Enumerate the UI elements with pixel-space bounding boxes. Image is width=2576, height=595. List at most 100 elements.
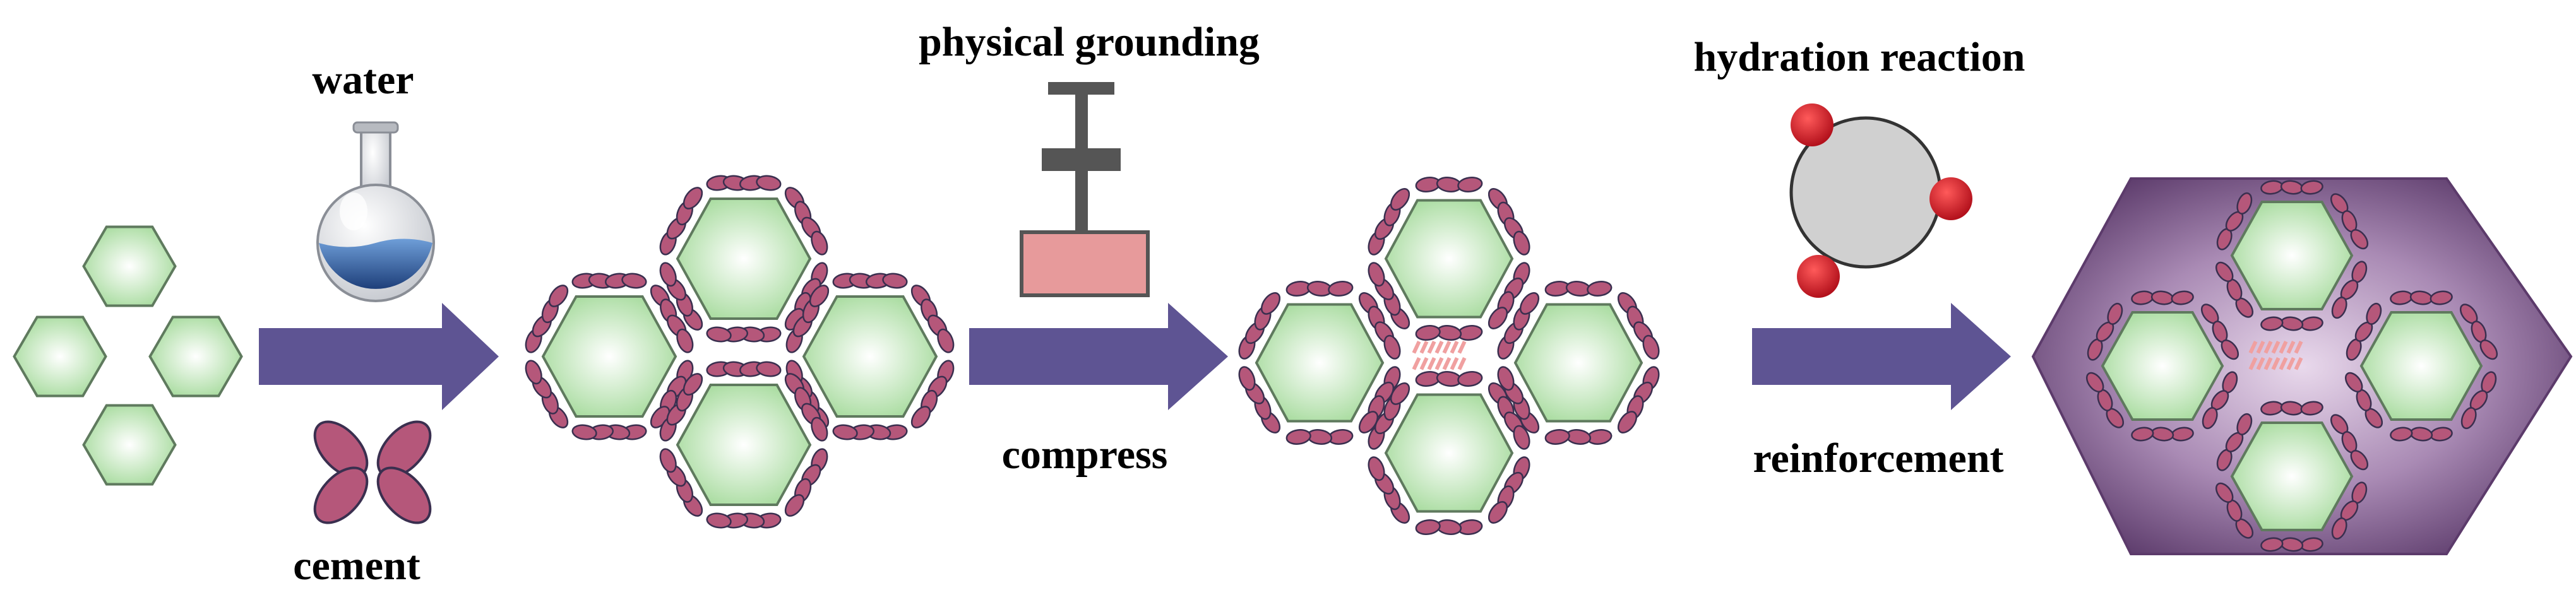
flask-icon [316,121,435,302]
bond-stripe [1419,341,1429,354]
cement-particle [1587,281,1613,297]
reinforcement-step: hydration reaction reinforcement [1694,34,2025,481]
cement-particle [1544,429,1570,445]
arrow-1 [259,303,499,410]
reinforced-composite [2031,177,2573,555]
cement-particle [659,448,677,473]
hexagon-particle [2230,201,2354,310]
cement-particle [1519,292,1540,315]
cement-particle [2202,407,2218,430]
cement-particle [683,187,703,209]
cement-particle [2107,302,2123,325]
bond-stripe [1412,340,1421,354]
cement-particle [2331,297,2347,319]
cement-particle [2171,290,2194,305]
hexagon-particle [2359,311,2483,421]
bond-stripe [1419,357,1429,370]
cement-particle [1390,188,1410,211]
cement-particle [1260,292,1281,315]
cement-particle [1415,519,1441,535]
hexagon-particle [82,404,177,486]
cement-particle [2260,537,2284,552]
cement-particle [1497,366,1515,391]
cement-particle [1513,230,1530,256]
compressed-particles [1238,177,1660,535]
cement-particle [1457,371,1483,387]
cement-particle [1368,262,1385,287]
cement-particle [2350,229,2369,250]
bond-stripe [2294,340,2303,354]
press-icon [1020,82,1150,297]
cement-particle [2331,517,2347,540]
cement-particles-icon [313,420,432,524]
cement-particle [2390,427,2413,442]
cement-particle [2300,180,2323,195]
hexagon-particle [676,197,812,320]
cement-particle [706,326,732,343]
hexagon-particle [1384,393,1514,513]
bond-stripe [1457,357,1467,370]
cement-particle [659,262,677,287]
hexagon-particle [676,384,812,506]
physical-grounding-label: physical grounding [919,19,1260,65]
bond-stripe [2256,340,2265,354]
bond-stripe [2294,357,2303,370]
cement-particle [2366,302,2382,325]
bond-stripe [1450,357,1459,370]
hexagon-particle [82,225,177,307]
cement-particle [2260,316,2284,331]
cement-particle [1415,325,1441,341]
cement-particle [1383,334,1401,360]
hydration-reaction-label: hydration reaction [1694,34,2025,80]
cement-particle [621,273,647,289]
hexagon-particle [1384,199,1514,319]
compress-step: physical grounding compress [919,19,1260,478]
hexagon-particle [541,295,677,418]
bond-stripe [1442,357,1452,370]
cement-particle [2344,372,2363,392]
cement-coated-particles [525,175,955,529]
hexagon-particle [1255,303,1385,423]
cement-particle [1642,334,1660,360]
cement-particle [811,416,828,442]
cement-particle [571,424,597,440]
cement-particle [1457,177,1483,192]
bond-stripe [1434,341,1444,354]
cement-particle [1358,411,1379,433]
bond-stripe [2271,341,2281,354]
cement-particle [1328,281,1354,297]
cement-particle [1368,456,1385,481]
cement-particle [2085,372,2104,392]
reinforcement-label: reinforcement [1753,435,2003,481]
cement-particle [2479,339,2498,360]
arrow-3 [1752,303,2011,410]
bond-stripe [2263,356,2273,370]
hexagon-particle [148,315,243,398]
bond-stripe [2286,340,2296,354]
bond-stripe [1450,341,1459,354]
cement-particle [1488,501,1508,524]
cement-particle [683,373,703,396]
bond-stripe [1457,341,1467,354]
cement-particle [2300,401,2323,416]
cement-particle [676,328,694,353]
composite-shell [2031,177,2573,555]
cement-particle [910,406,931,428]
cement-label: cement [293,543,420,589]
separate-hexagon-particles [13,225,243,486]
water-label: water [312,57,414,103]
bond-stripe [2279,357,2288,370]
bond-stripe [1442,341,1452,354]
cement-particle [809,285,830,307]
mixing-step: water cement [259,57,499,589]
bond-stripe [1434,357,1444,370]
bond-stripe [1427,341,1436,354]
bond-stripe [1427,357,1436,370]
cement-particle [2236,413,2253,435]
bond-stripe [2248,357,2258,370]
compress-label: compress [1002,432,1168,478]
hexagon-particle [13,315,107,398]
hexagon-particle [1513,303,1643,423]
hydration-molecule-icon [1789,103,1972,298]
